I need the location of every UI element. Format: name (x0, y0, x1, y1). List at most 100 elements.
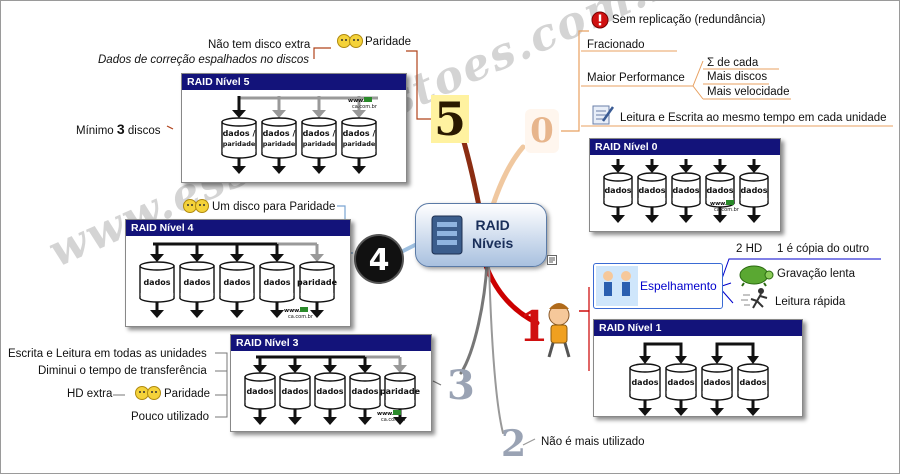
level-1-item-gravacao: Gravação lenta (777, 268, 855, 280)
branch-3-notes-link (215, 352, 228, 418)
disk-cylinder: dados (314, 372, 346, 410)
write-arrow-head (358, 365, 372, 373)
write-arrow-head (288, 365, 302, 373)
level-5-minimum: Mínimo 3 discos (76, 122, 161, 138)
level-0-warning: Sem replicação (redundância) (612, 14, 766, 26)
write-arrow-head (323, 365, 337, 373)
level-1-item-hd: 2 HD (736, 243, 763, 255)
write-arrow-head (232, 166, 246, 174)
level-0-item-sum: Σ de cada (707, 57, 759, 69)
write-arrow-head (230, 254, 244, 262)
level-3-note-4: Paridade (164, 388, 211, 400)
disk-cylinder: dados /paridade (221, 117, 257, 159)
disk-label: paridade (297, 278, 338, 287)
disk-label: paridade (343, 140, 376, 148)
level-0-item-performance: Maior Performance (587, 72, 685, 84)
branch-3-link (432, 380, 442, 386)
disk-cylinder: dados (739, 172, 769, 208)
level-1-item-copia: 1 é cópia do outro (777, 243, 870, 255)
disk-label: dados (740, 186, 767, 195)
level-5-min-prefix: Mínimo (76, 125, 117, 137)
disk-label: dados (739, 378, 766, 387)
level-2-number[interactable]: 2 (501, 423, 527, 465)
disk-label: dados (706, 186, 733, 195)
disk-cylinder: dados (219, 261, 255, 303)
level-5-note-2: Dados de correção espalhados no discos (98, 54, 309, 66)
disk-cylinder: dados (701, 363, 733, 401)
level-4-feature: Um disco para Paridade (212, 201, 336, 213)
disk-label: dados / (343, 129, 376, 138)
note-icon[interactable] (547, 255, 557, 265)
branch-5-note-link (313, 47, 331, 59)
branch-0-bracket (692, 60, 704, 100)
write-arrow-head (645, 165, 659, 173)
write-arrow-head (352, 110, 366, 118)
level-1-cartoon[interactable]: 1 (515, 295, 581, 363)
write-arrow-head (679, 165, 693, 173)
svg-text:www.: www. (284, 308, 301, 314)
level-5-note-1: Não tem disco extra (208, 39, 311, 51)
disk-cylinder: dados (179, 261, 215, 303)
branch-0-under-3 (703, 68, 791, 100)
disk-label: dados (143, 278, 170, 287)
disk-cylinder: dados (637, 172, 667, 208)
level-1-feature: Espelhamento (640, 279, 717, 293)
runner-icon (741, 288, 768, 309)
disk-label: dados (351, 387, 378, 396)
write-arrow-head (638, 408, 652, 416)
write-arrow-head (272, 166, 286, 174)
dash-line (113, 394, 125, 396)
write-arrow-head (253, 365, 267, 373)
level-4-badge[interactable]: 4 (353, 233, 405, 285)
write-arrow-head (611, 215, 625, 223)
smiley-faces-icon (135, 386, 161, 400)
write-arrow-head (352, 166, 366, 174)
warning-icon (591, 11, 609, 29)
level-1-feature-node[interactable]: Espelhamento (593, 263, 723, 309)
disk-label: paridade (263, 140, 296, 148)
write-arrow-head (674, 408, 688, 416)
disk-cylinder: dados (279, 372, 311, 410)
svg-text:ca.com.br: ca.com.br (352, 104, 378, 110)
write-arrow-head (639, 356, 651, 364)
disk-label: dados / (263, 129, 296, 138)
disk-label: paridade (223, 140, 256, 148)
disk-cylinder: paridade (297, 261, 338, 303)
level-0-number[interactable]: 0 (525, 109, 559, 153)
disk-label: dados (316, 387, 343, 396)
level-3-note-1: Escrita e Leitura em todas as unidades (8, 348, 207, 360)
write-arrow-head (710, 408, 724, 416)
level-0-item-fracionado: Fracionado (587, 39, 645, 51)
disk-label: paridade (303, 140, 336, 148)
disk-cylinder: dados (671, 172, 701, 208)
write-arrow-head (747, 215, 761, 223)
write-arrow-head (675, 356, 687, 364)
write-arrow-head (679, 215, 693, 223)
disk-label: dados (672, 186, 699, 195)
write-arrow-head (190, 310, 204, 318)
branch-5-link (406, 50, 431, 120)
level-5-number[interactable]: 5 (431, 95, 470, 143)
disk-cylinder: dados (244, 372, 276, 410)
disk-cylinder: dados (665, 363, 697, 401)
notepad-icon (592, 105, 615, 125)
raid-3-panel-title: RAID Nível 3 (231, 335, 431, 351)
disk-cylinder: dados / paridade (341, 117, 377, 159)
svg-text:ca.com.br: ca.com.br (714, 207, 740, 213)
center-node-raid[interactable]: RAID Níveis (415, 203, 547, 267)
write-arrow-head (747, 165, 761, 173)
panel-logo: www.ca.com.br (377, 410, 407, 423)
level-3-number[interactable]: 3 (447, 362, 475, 409)
disk-label: dados (631, 378, 658, 387)
level-0-item-velocidade: Mais velocidade (707, 86, 790, 98)
level-3-note-5: Pouco utilizado (131, 411, 209, 423)
server-rack-icon (431, 215, 463, 255)
write-arrow-head (611, 165, 625, 173)
write-arrow-head (358, 417, 372, 425)
